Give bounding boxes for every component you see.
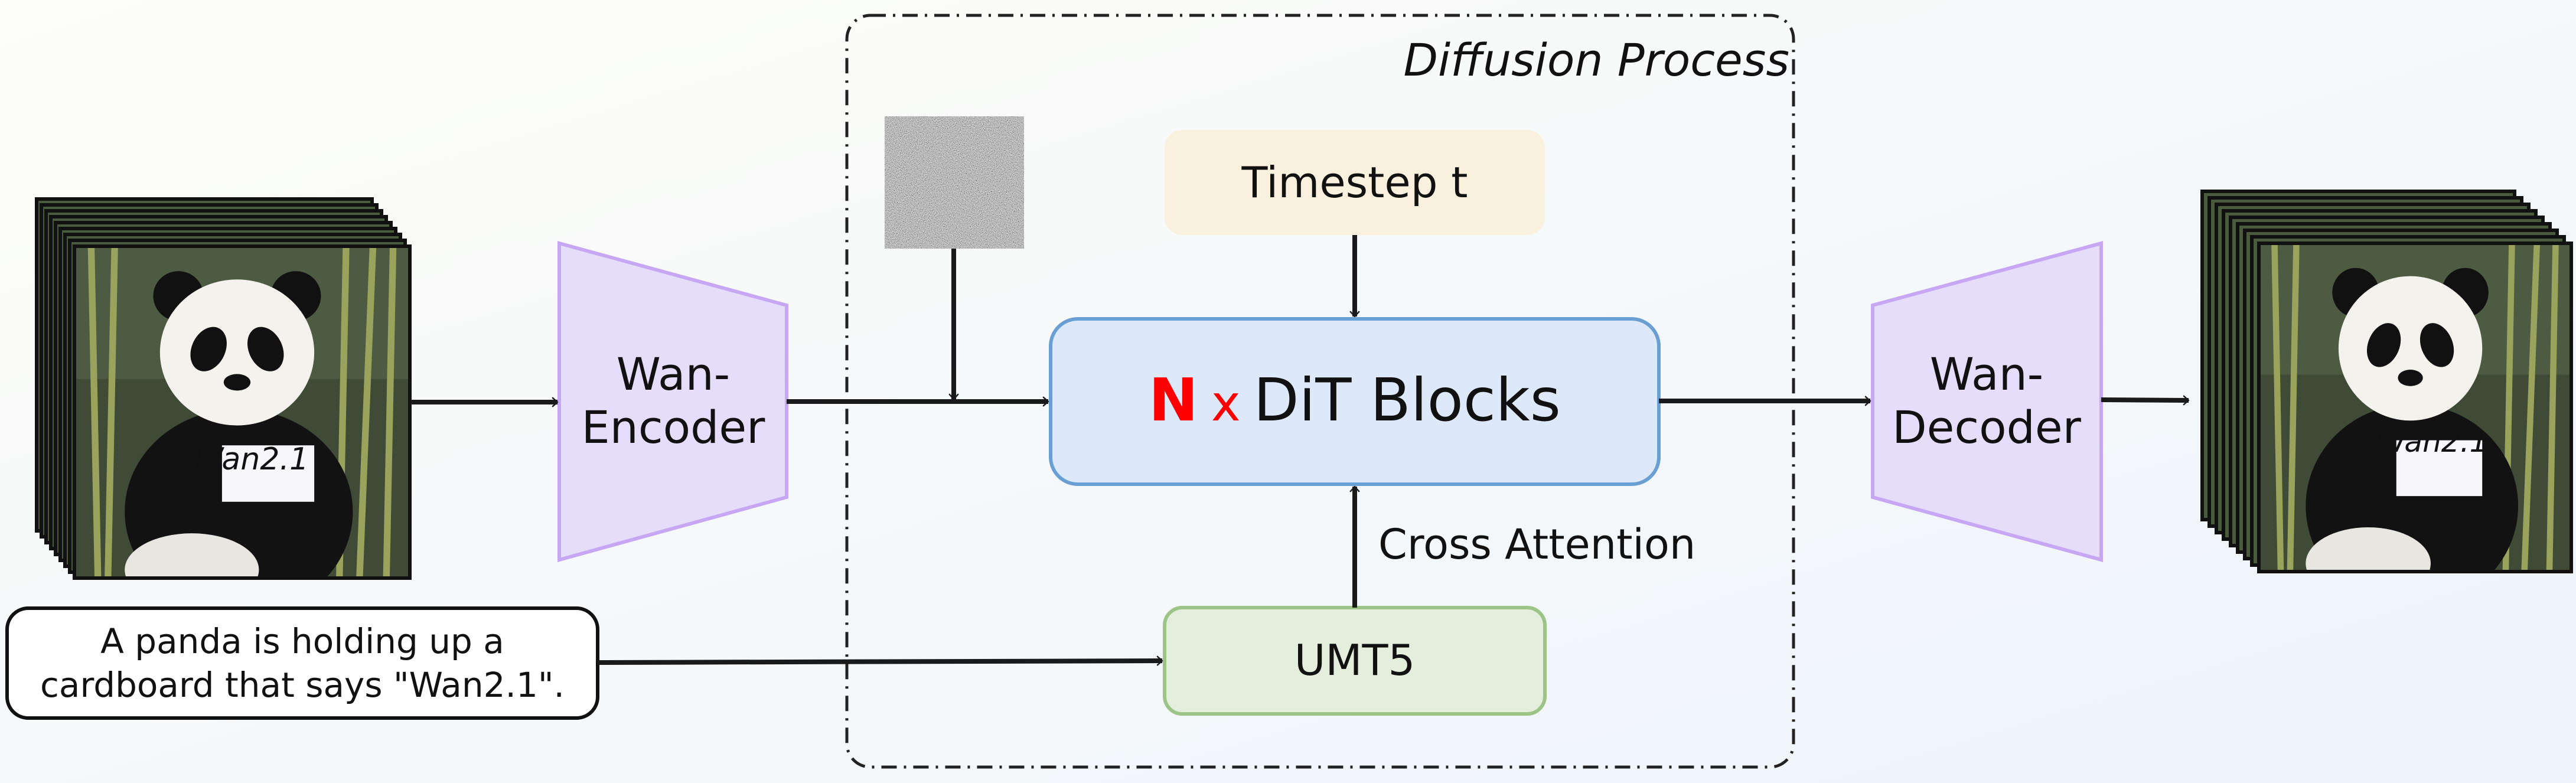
timestep-label: Timestep t	[1241, 158, 1468, 207]
arrow-prompt-to-umt5	[597, 655, 1163, 666]
video-frame-front	[2257, 242, 2573, 573]
noise-latent-image	[885, 116, 1024, 249]
timestep-box	[1165, 130, 1545, 235]
diffusion-process-frame	[845, 14, 1795, 769]
dit-times: x	[1211, 374, 1241, 432]
encoder-label-line1: Wan-	[617, 348, 730, 400]
wan-decoder-block	[1871, 241, 2103, 562]
prompt-box	[5, 606, 599, 720]
output-sign-text: Wan2.1	[2377, 425, 2489, 459]
wan-encoder-block	[557, 241, 788, 562]
dit-label: DiT Blocks	[1254, 366, 1561, 435]
decoder-label-line2: Decoder	[1892, 401, 2082, 454]
diffusion-process-title: Diffusion Process	[1404, 34, 1790, 86]
umt5-label: UMT5	[1294, 635, 1416, 685]
prompt-line-2: cardboard that says "Wan2.1".	[40, 665, 565, 705]
input-sign-text: Wan2.1	[193, 442, 309, 477]
encoder-label-line2: Encoder	[582, 401, 765, 454]
panda-image	[74, 246, 410, 615]
prompt-line-1: A panda is holding up a	[100, 621, 504, 661]
video-frame-front	[73, 244, 412, 580]
dit-n-count: N	[1149, 366, 1198, 435]
decoder-label-line1: Wan-	[1930, 348, 2043, 400]
cross-attention-label: Cross Attention	[1378, 520, 1695, 569]
input-video-frames	[35, 197, 412, 615]
output-video-frames	[2200, 190, 2573, 573]
